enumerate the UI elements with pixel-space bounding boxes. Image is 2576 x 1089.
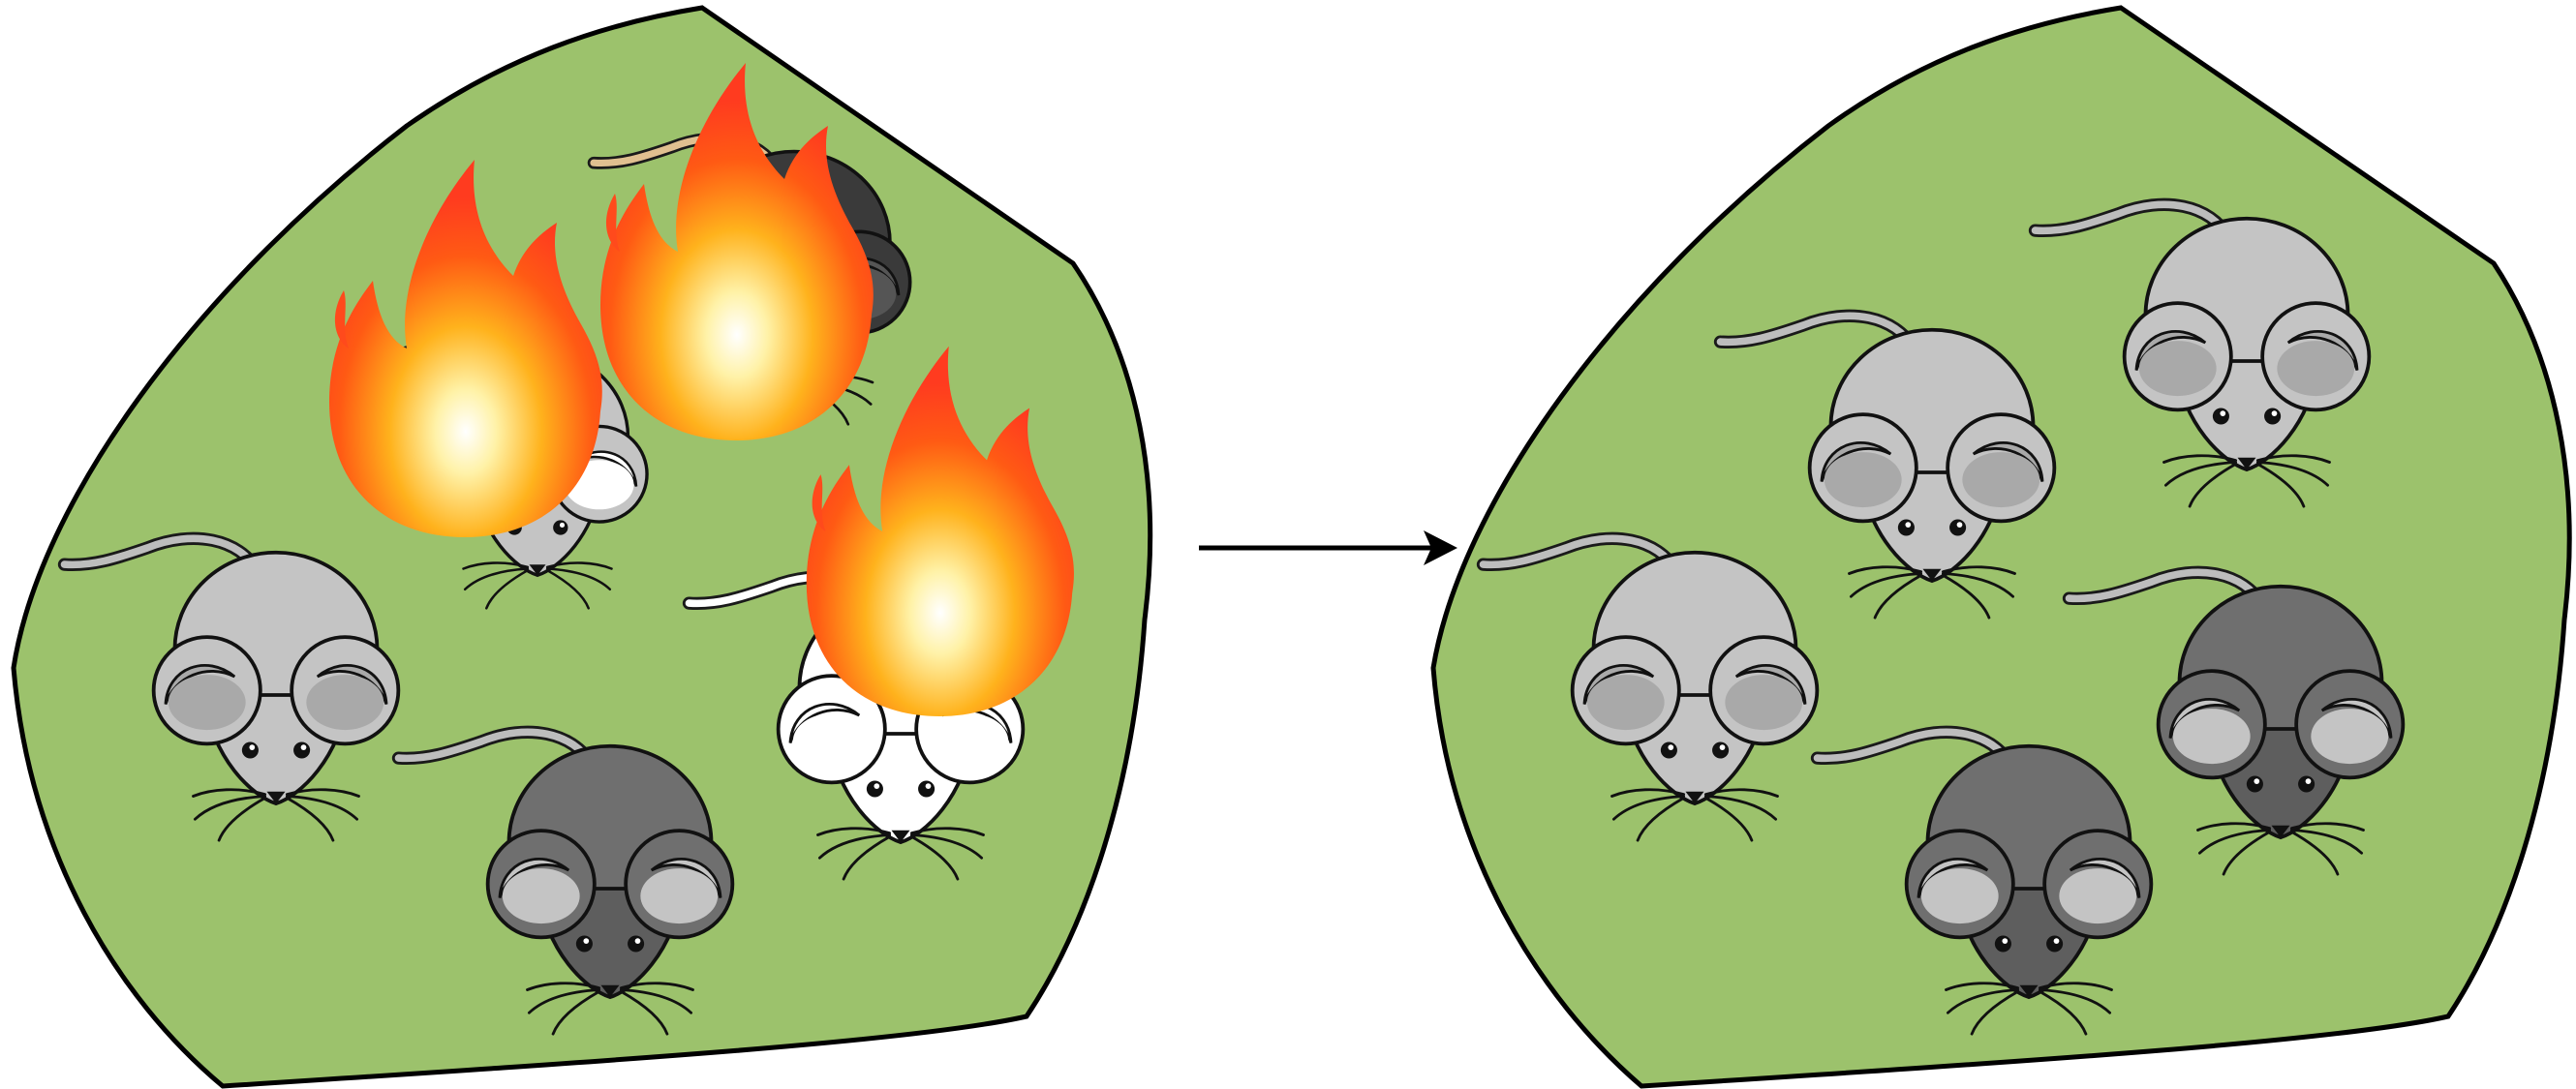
transition-arrow (1199, 530, 1457, 565)
